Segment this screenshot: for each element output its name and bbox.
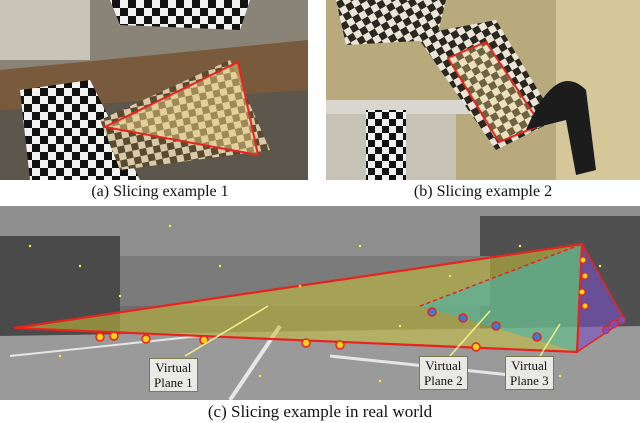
virtual-plane-3-label-line2: Plane 3 [510, 373, 549, 388]
panel-b-image [326, 0, 640, 180]
slice-triangle-a [105, 62, 258, 155]
plane-3-points [578, 256, 589, 310]
slice-outline-a [101, 60, 260, 157]
slicing-example-1-photo [0, 0, 308, 180]
virtual-plane-1-label-line2: Plane 1 [154, 375, 193, 390]
slice-outline-c [13, 242, 584, 354]
virtual-plane-2-label: Virtual Plane 2 [419, 356, 468, 390]
caption-c: (c) Slicing example in real world [207, 402, 433, 421]
virtual-plane-3-label: Virtual Plane 3 [505, 356, 554, 390]
virtual-plane-1 [14, 244, 582, 352]
caption-b: (b) Slicing example 2 [413, 183, 553, 200]
plane-2-points [427, 307, 542, 342]
virtual-plane-2-label-line2: Plane 2 [424, 373, 463, 388]
virtual-plane-1-label-line1: Virtual [155, 360, 192, 375]
panel-a-image [0, 0, 308, 180]
panel-c-image [0, 206, 640, 400]
virtual-plane-1-label: Virtual Plane 1 [149, 358, 198, 392]
virtual-plane-2-label-line1: Virtual [425, 358, 462, 373]
slice-rect-b [448, 42, 541, 142]
caption-a: (a) Slicing example 1 [91, 183, 229, 200]
virtual-plane-2 [420, 244, 582, 352]
virtual-plane-3-label-line1: Virtual [511, 358, 548, 373]
slicing-example-real-world-photo [0, 206, 640, 400]
slicing-example-2-photo [326, 0, 640, 180]
label-leader-lines [184, 305, 561, 357]
